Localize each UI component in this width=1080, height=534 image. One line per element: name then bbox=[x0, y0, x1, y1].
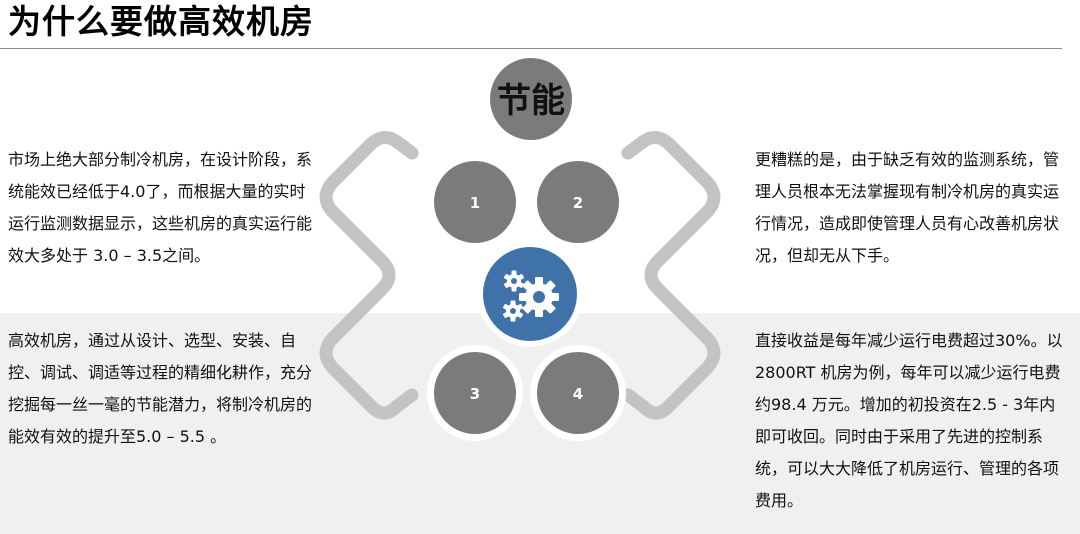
paragraph-top-left: 市场上绝大部分制冷机房，在设计阶段，系统能效已经低于4.0了，而根据大量的实时运… bbox=[8, 150, 313, 265]
page-title: 为什么要做高效机房 bbox=[8, 2, 314, 41]
track-right-arm bbox=[621, 131, 721, 420]
top-label-text: 节能 bbox=[497, 81, 565, 121]
node-3-label: 3 bbox=[470, 385, 480, 403]
energy-saving-diagram: 节能 1 2 3 4 bbox=[319, 58, 721, 441]
node-2-label: 2 bbox=[573, 194, 583, 212]
track-left-arm bbox=[319, 131, 419, 420]
node-3-circle bbox=[434, 352, 516, 434]
node-1-circle bbox=[434, 161, 516, 243]
top-label-circle bbox=[490, 58, 572, 140]
node-4-label: 4 bbox=[573, 385, 583, 403]
node-2-circle bbox=[537, 161, 619, 243]
paragraph-bottom-right: 直接收益是每年减少运行电费超过30%。以2800RT 机房为例，每年可以减少运行… bbox=[755, 331, 1063, 510]
paragraph-bottom-left: 高效机房，通过从设计、选型、安装、自控、调试、调适等过程的精细化耕作，充分挖掘每… bbox=[8, 331, 313, 446]
node-4-circle bbox=[537, 352, 619, 434]
node-1-label: 1 bbox=[470, 194, 480, 212]
paragraph-top-right: 更糟糕的是，由于缺乏有效的监测系统，管理人员根本无法掌握现有制冷机房的真实运行情… bbox=[755, 150, 1060, 265]
bottom-background-band bbox=[0, 313, 1080, 534]
gears-icon bbox=[503, 270, 559, 322]
x-shaped-track bbox=[319, 131, 721, 420]
title-divider bbox=[0, 48, 1062, 49]
